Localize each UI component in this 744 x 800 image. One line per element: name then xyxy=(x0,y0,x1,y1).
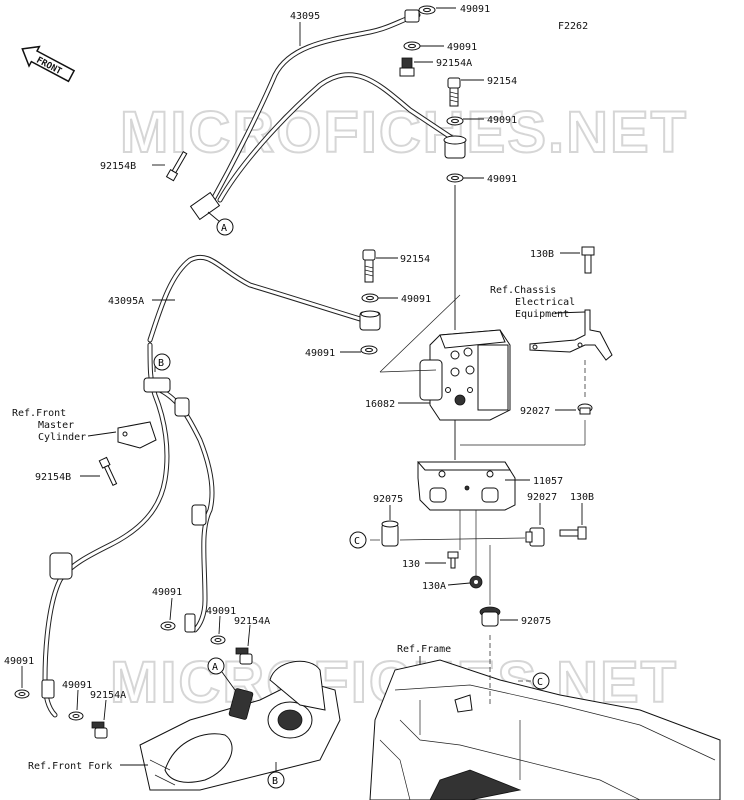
chassis-ref-labels: Ref.Chassis Electrical Equipment xyxy=(490,285,575,320)
ref-chassis-line3: Equipment xyxy=(515,309,569,320)
washer-49091-mid2 xyxy=(360,345,378,355)
callout-c-mid: C xyxy=(349,531,367,549)
label-49091-g: 49091 xyxy=(152,587,182,598)
bolt-92154-top xyxy=(447,77,461,107)
watermark-top: MICROFICHES.NET xyxy=(120,100,688,165)
callout-a-upper: A xyxy=(207,211,234,236)
front-fork-triple-clamp xyxy=(139,660,341,791)
bleeder-92154A-j xyxy=(91,721,108,739)
nut-130A xyxy=(469,575,483,589)
label-49091-j: 49091 xyxy=(62,680,92,691)
label-92075-b: 92075 xyxy=(521,616,551,627)
bleeder-92154A xyxy=(399,57,415,77)
ref-front-fork: Ref.Front Fork xyxy=(28,761,112,772)
label-92154A-c: 92154A xyxy=(90,690,126,701)
svg-text:A: A xyxy=(221,223,227,234)
callout-c-lower: C xyxy=(532,672,550,690)
master-cylinder-bracket xyxy=(117,421,157,449)
ref-chassis-line1: Ref.Chassis xyxy=(490,285,556,296)
label-92075-a: 92075 xyxy=(373,494,403,505)
grommet-92027-right xyxy=(525,527,545,547)
label-49091-d: 49091 xyxy=(487,174,517,185)
grommet-92075-left xyxy=(381,520,399,547)
label-92154-b: 92154 xyxy=(400,254,430,265)
ref-master-line3: Cylinder xyxy=(38,432,86,443)
washer-49091-top xyxy=(418,5,436,15)
abs-bracket-11057 xyxy=(416,461,516,511)
washer-49091-2 xyxy=(403,41,421,51)
callout-a-lower: A xyxy=(207,657,236,691)
svg-text:B: B xyxy=(158,358,164,369)
grommet-92027-top xyxy=(577,403,593,415)
brake-hose-43095A xyxy=(147,254,381,343)
lower-brake-hoses xyxy=(41,342,215,718)
ref-master-line2: Master xyxy=(38,420,74,431)
label-16082: 16082 xyxy=(365,399,395,410)
washer-49091-4 xyxy=(446,173,464,183)
ref-frame: Ref.Frame xyxy=(397,644,451,655)
label-92154B-a: 92154B xyxy=(100,161,136,172)
washer-49091-g xyxy=(160,621,176,631)
label-49091-b: 49091 xyxy=(447,42,477,53)
label-130B-b: 130B xyxy=(570,492,594,503)
master-ref-labels: Ref.Front Master Cylinder xyxy=(12,408,86,443)
frame-section xyxy=(369,659,721,800)
figure-code: F2262 xyxy=(558,21,588,32)
ref-master-line1: Ref.Front xyxy=(12,408,66,419)
grommet-92075-bottom xyxy=(479,606,501,627)
label-130: 130 xyxy=(402,559,420,570)
bolt-130B-top xyxy=(581,246,595,274)
label-49091-h: 49091 xyxy=(206,606,236,617)
label-49091-e: 49091 xyxy=(401,294,431,305)
callout-b-lower: B xyxy=(267,762,285,789)
label-92027-b: 92027 xyxy=(527,492,557,503)
svg-text:A: A xyxy=(212,662,218,673)
svg-text:B: B xyxy=(272,776,278,787)
washer-49091-mid xyxy=(361,293,379,303)
ref-chassis-line2: Electrical xyxy=(515,297,575,308)
label-92027-a: 92027 xyxy=(520,406,550,417)
label-92154B-b: 92154B xyxy=(35,472,71,483)
bleeder-92154A-h xyxy=(235,647,253,665)
bolt-92154B-top xyxy=(165,150,188,182)
brake-hose-43095 xyxy=(189,9,467,221)
label-130B-a: 130B xyxy=(530,249,554,260)
svg-text:C: C xyxy=(354,536,360,547)
label-92154-a: 92154 xyxy=(487,76,517,87)
label-43095: 43095 xyxy=(290,11,320,22)
bolt-130 xyxy=(447,551,459,569)
label-49091-c: 49091 xyxy=(487,115,517,126)
front-arrow-icon: FRONT xyxy=(21,45,76,83)
label-92154A-b: 92154A xyxy=(234,616,270,627)
washer-49091-3 xyxy=(446,116,464,126)
label-43095A: 43095A xyxy=(108,296,144,307)
washer-49091-i xyxy=(14,689,30,699)
washer-49091-h xyxy=(210,635,226,645)
label-49091-a: 49091 xyxy=(460,4,490,15)
chassis-bracket xyxy=(529,309,613,361)
bolt-92154B-left xyxy=(98,456,118,487)
label-11057: 11057 xyxy=(533,476,563,487)
abs-hydraulic-unit-16082 xyxy=(419,329,511,421)
label-49091-f: 49091 xyxy=(305,348,335,359)
bolt-92154-mid xyxy=(362,249,376,283)
washer-49091-j xyxy=(68,711,84,721)
label-130A: 130A xyxy=(422,581,446,592)
label-49091-i: 49091 xyxy=(4,656,34,667)
bolt-130B-right xyxy=(559,526,587,540)
svg-text:C: C xyxy=(537,677,543,688)
callout-b-left: B xyxy=(153,353,171,372)
label-92154A-a: 92154A xyxy=(436,58,472,69)
